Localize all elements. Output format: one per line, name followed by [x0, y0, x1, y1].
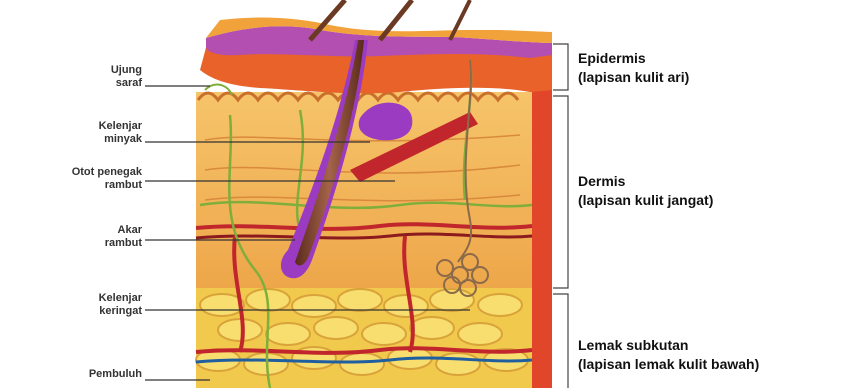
label-epidermis: Epidermis (lapisan kulit ari) — [578, 49, 689, 87]
layer-subtitle: (lapisan kulit ari) — [578, 68, 689, 87]
label-lemak-subkutan: Lemak subkutan (lapisan lemak kulit bawa… — [578, 336, 759, 374]
side-block — [530, 45, 552, 388]
layer-subtitle: (lapisan lemak kulit bawah) — [578, 355, 759, 374]
label-akar-rambut: Akarrambut — [105, 224, 142, 250]
layer-title: Dermis — [578, 172, 713, 191]
label-kelenjar-minyak: Kelenjarminyak — [99, 120, 142, 146]
label-dermis: Dermis (lapisan kulit jangat) — [578, 172, 713, 210]
label-kelenjar-keringat: Kelenjarkeringat — [99, 292, 142, 318]
label-pembuluh: Pembuluh — [89, 368, 142, 381]
layer-brackets — [553, 44, 568, 388]
label-otot-penegak-rambut: Otot penegakrambut — [72, 166, 142, 192]
label-ujung-saraf: Ujungsaraf — [111, 64, 142, 90]
layer-subtitle: (lapisan kulit jangat) — [578, 191, 713, 210]
layer-title: Epidermis — [578, 49, 689, 68]
layer-title: Lemak subkutan — [578, 336, 759, 355]
